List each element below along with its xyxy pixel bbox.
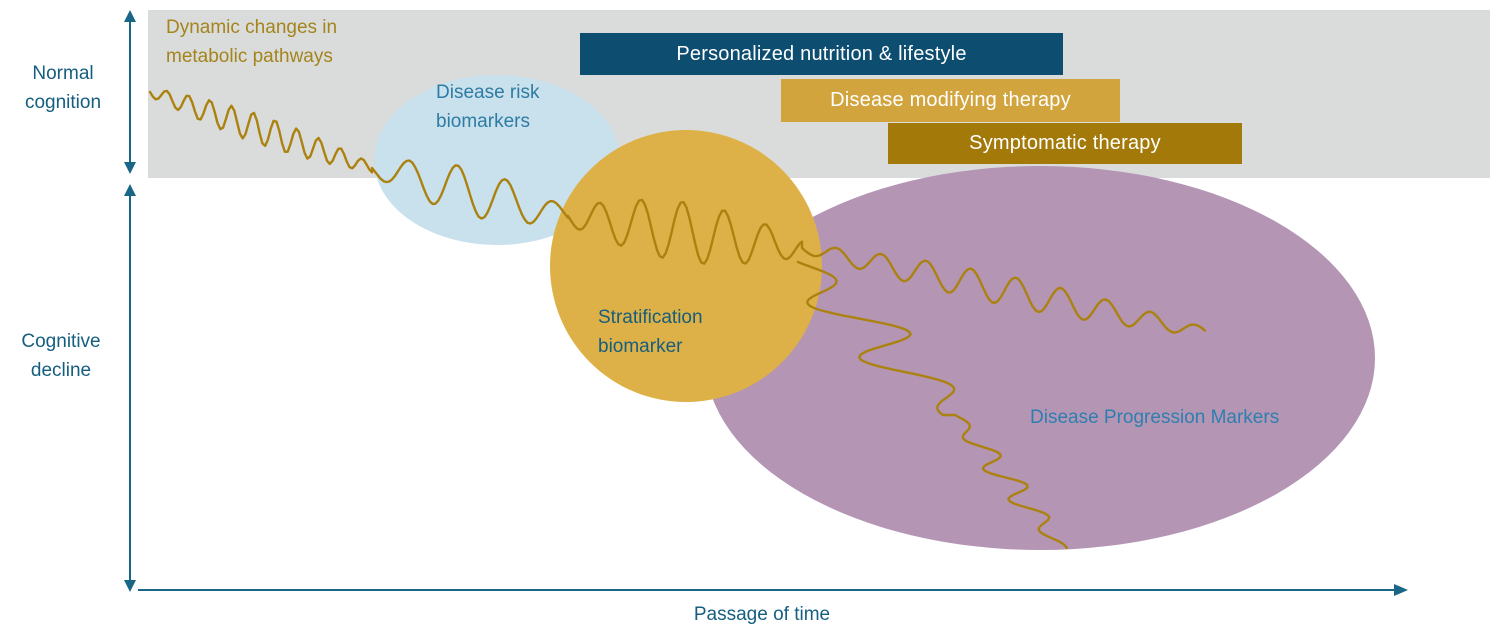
- arrowhead-down-icon: [124, 580, 136, 592]
- disease-progression-markers-label: Disease Progression Markers: [1030, 407, 1280, 428]
- stratification-biomarker-label: Stratification biomarker: [598, 307, 703, 357]
- personalized-nutrition-label: Personalized nutrition & lifestyle: [676, 42, 967, 65]
- stratification-circle: [550, 130, 822, 402]
- disease-risk-biomarkers-label: Disease risk biomarkers: [436, 82, 540, 132]
- dynamic-changes-annotation: Dynamic changes in metabolic pathways: [166, 17, 338, 67]
- arrowhead-down-icon: [124, 162, 136, 174]
- symptomatic-therapy-bar: Symptomatic therapy: [888, 123, 1242, 164]
- symptomatic-therapy-label: Symptomatic therapy: [969, 132, 1161, 154]
- arrowhead-up-icon: [124, 10, 136, 22]
- arrowhead-right-icon: [1394, 584, 1408, 596]
- x-axis-label-passage-of-time: Passage of time: [693, 604, 831, 625]
- disease-modifying-therapy-bar: Disease modifying therapy: [781, 79, 1120, 122]
- personalized-nutrition-bar: Personalized nutrition & lifestyle: [580, 33, 1063, 75]
- y-axis-label-cognitive-decline: Cognitive decline: [21, 331, 101, 381]
- disease-modifying-therapy-label: Disease modifying therapy: [830, 89, 1071, 111]
- y-axis-label-normal-cognition: Normal cognition: [24, 63, 102, 113]
- arrowhead-up-icon: [124, 184, 136, 196]
